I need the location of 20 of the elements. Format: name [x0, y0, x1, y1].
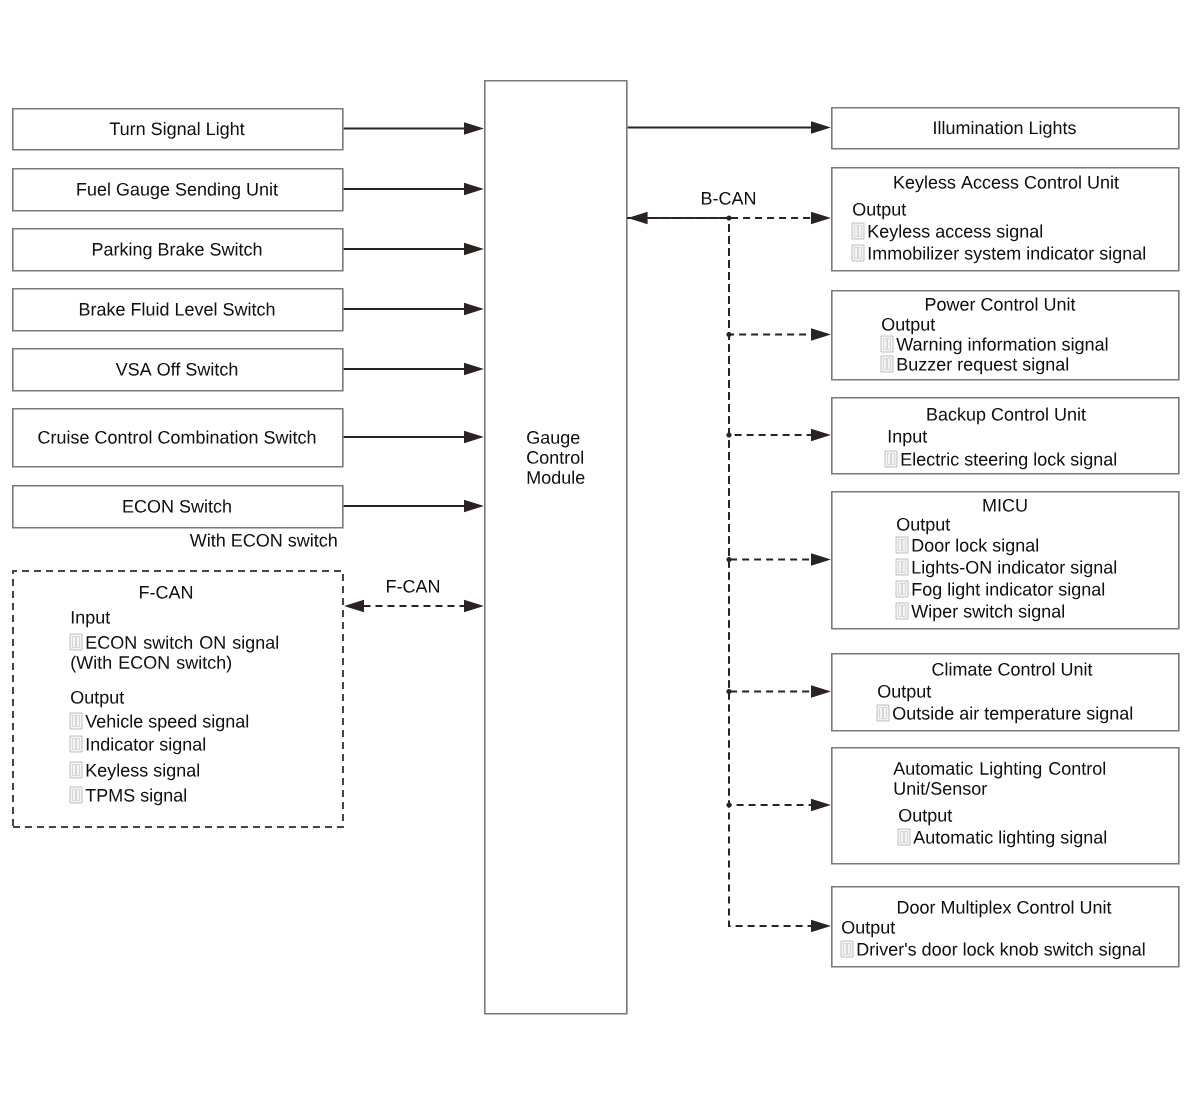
edge-label: F-CAN: [383, 577, 443, 595]
component-box: Power Control Unit Output Warning information signal Buzzer request signal: [831, 290, 1180, 381]
component-box: Turn Signal Light: [12, 108, 344, 151]
component-box: Automatic Lighting Control Unit/Sensor Output Automatic lighting signal: [831, 747, 1180, 865]
module-box: Gauge Control Module: [484, 80, 628, 1015]
component-box: VSA Off Switch: [12, 348, 344, 392]
component-box: Keyless Access Control Unit Output Keyless access signal Immobilizer system indicator signal: [831, 167, 1180, 272]
box-caption: With ECON switch: [189, 533, 337, 547]
component-box: Fuel Gauge Sending Unit: [12, 168, 344, 212]
component-box: MICU Output Door lock signal Lights-ON indicator signal Fog light indicator signal Wiper switch signal: [831, 491, 1180, 630]
component-box: ECON Switch: [12, 485, 344, 529]
component-box: Backup Control Unit Input Electric steering lock signal: [831, 397, 1180, 475]
edge-label: B-CAN: [698, 189, 759, 207]
component-box: Cruise Control Combination Switch: [12, 408, 344, 468]
dashed-box: F-CAN Input ECON switch ON signal (With ECON switch) Output Vehicle speed signal Indicator signal Keyless signal TPMS signal: [12, 570, 344, 828]
component-box: Brake Fluid Level Switch: [12, 288, 344, 332]
component-box: Door Multiplex Control Unit Output Driver's door lock knob switch signal: [831, 886, 1180, 968]
component-box: Illumination Lights: [831, 107, 1180, 150]
component-box: Parking Brake Switch: [12, 228, 344, 272]
component-box: Climate Control Unit Output Outside air temperature signal: [831, 653, 1180, 732]
